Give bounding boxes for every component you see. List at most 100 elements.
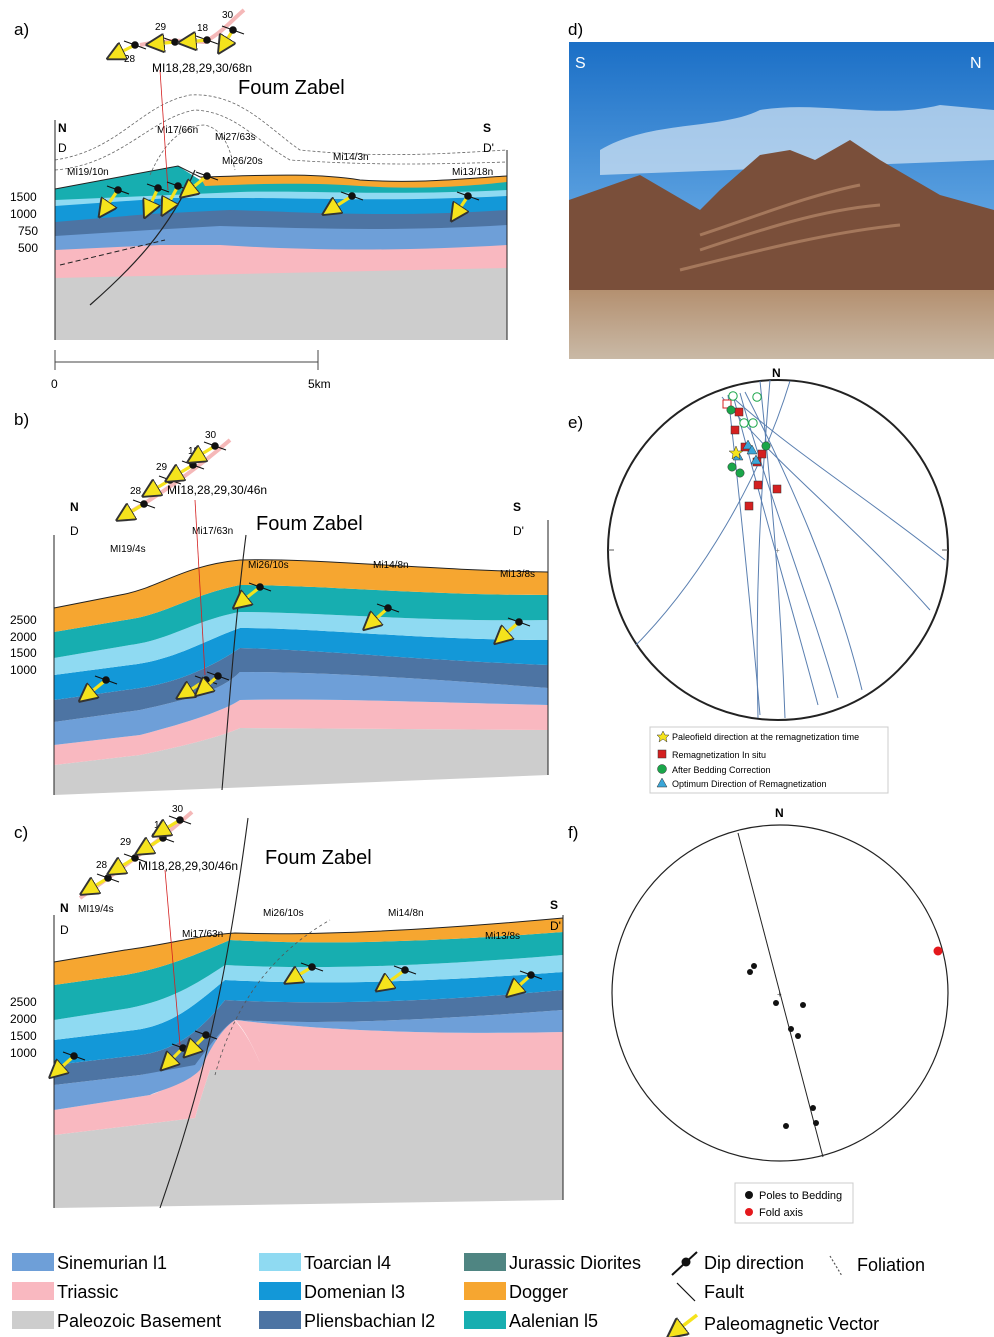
panel-d-label: d): [568, 20, 583, 39]
sinemurian-c: [54, 1010, 563, 1110]
bedding-corrected-point: [728, 391, 738, 401]
section-top-c: [53, 917, 564, 963]
pole-to-bedding: [788, 1026, 794, 1032]
great-circle-3: [739, 392, 839, 699]
photo-mountain: [569, 140, 994, 300]
legend-f-label-1: Poles to Bedding: [759, 1190, 842, 1202]
paleomagnetic-vectors-a: [104, 25, 480, 214]
dogger-b: [54, 559, 548, 632]
paleomagnetic-vector: [240, 582, 272, 603]
depth-tick-a-3: 750: [18, 224, 38, 238]
paleomagnetic-vector: [195, 441, 227, 458]
pole-to-bedding: [810, 1105, 816, 1111]
site-a-6: Mi13/18n: [452, 167, 493, 178]
basement-c: [54, 1070, 563, 1208]
swatch-dogger: [464, 1282, 506, 1300]
sinemurian-b: [54, 672, 548, 745]
bedding-corrected-point: [735, 468, 745, 478]
depth-tick-c-2: 2000: [10, 1012, 37, 1026]
in-situ-point: [730, 425, 740, 435]
bedding-corrected-point: [727, 462, 737, 472]
site-a-4: Mi26/20s: [222, 156, 263, 167]
paleomagnetic-vector: [104, 185, 130, 210]
depth-tick-b-4: 1000: [10, 663, 37, 677]
pole-to-bedding: [773, 1000, 779, 1006]
vector-number-a-3: 18: [197, 23, 209, 34]
foliation-icon: [829, 1255, 843, 1277]
paleomagnetic-vector: [190, 1030, 218, 1051]
bedding-corrected-point: [739, 418, 749, 428]
toarcian-c: [54, 955, 563, 1040]
d-c: D: [60, 923, 69, 937]
callout-line-b: [194, 499, 206, 676]
paleofield-star: [728, 445, 744, 460]
paleomagnetic-vectors-c: [56, 815, 543, 1072]
in-situ-point-open: [722, 399, 732, 409]
depth-tick-a-4: 500: [18, 241, 38, 255]
stereonet-f-center: +: [777, 990, 782, 999]
fold-axis-point: [933, 946, 943, 956]
dip-direction-icon: [671, 1251, 698, 1276]
site-c-1: MI19/4s: [78, 904, 114, 915]
swatch-sinemurian: [12, 1253, 54, 1271]
legend-unit-6: Pliensbachian l2: [304, 1311, 435, 1331]
site-b-2: Mi17/63n: [192, 526, 233, 537]
photo-south: S: [575, 55, 586, 72]
photo-ground: [569, 290, 994, 359]
title-b: Foum Zabel: [256, 513, 363, 535]
domenian-c: [54, 972, 563, 1065]
dprime-c: D': [550, 919, 561, 933]
bedding-corrected-point: [752, 392, 762, 402]
great-circle-6: [729, 394, 946, 561]
legend-unit-8: Dogger: [509, 1282, 568, 1302]
title-c: Foum Zabel: [265, 847, 372, 869]
bedding-corrected-point: [748, 418, 758, 428]
pole-to-bedding: [813, 1120, 819, 1126]
panel-a: a) 1500 1000 750 500 N D S D' Foum Zabel…: [10, 8, 508, 391]
site-c-4: Mi14/8n: [388, 908, 424, 919]
panel-c-label: c): [14, 823, 28, 842]
stereonet-e-center: +: [775, 546, 780, 555]
depth-tick-b-1: 2500: [10, 613, 37, 627]
paleomagnetic-vector: [513, 970, 543, 991]
swatch-basement: [12, 1311, 54, 1329]
vector-number-b-1: 28: [130, 486, 142, 497]
paleomagnetic-vectors-b: [86, 441, 531, 696]
scale-start-a: 0: [51, 377, 58, 391]
site-b-5: Mi13/8s: [500, 569, 535, 580]
group-label-a: MI18,28,29,30/68n: [152, 61, 252, 75]
vector-number-a-4: 30: [222, 10, 234, 21]
legend-e-label-1: Paleofield direction at the remagnetizat…: [672, 732, 859, 742]
fault-b: [221, 534, 247, 791]
paleomagnetic-vector: [222, 25, 245, 46]
fold-plane-f: [737, 832, 824, 1158]
pliensbachian-b: [54, 648, 548, 722]
great-circle-9: [756, 379, 771, 719]
photo-ridge-strata: [679, 183, 901, 272]
paleomagnetic-vector: [202, 671, 230, 690]
bottom-legend: Sinemurian l1 Triassic Paleozoic Basemen…: [12, 1251, 925, 1334]
photo-cloud: [600, 105, 994, 175]
panel-f-label: f): [568, 823, 578, 842]
legend-unit-4: Toarcian l4: [304, 1253, 391, 1273]
group-label-b: MI18,28,29,30/46n: [167, 483, 267, 497]
paleomagnetic-vector: [456, 191, 480, 214]
in-situ-point: [744, 501, 754, 511]
pole-to-bedding: [751, 963, 757, 969]
vector-number-a-1: 28: [124, 54, 136, 65]
legend-e-box: [649, 726, 889, 794]
site-a-5: Mi14/3n: [333, 152, 369, 163]
depth-tick-b-2: 2000: [10, 630, 37, 644]
toarcian-b: [54, 612, 548, 675]
depth-tick-c-3: 1500: [10, 1029, 37, 1043]
pole-to-bedding: [783, 1123, 789, 1129]
swatch-diorites: [464, 1253, 506, 1271]
red-square-icon: [657, 749, 667, 759]
great-circle-4: [744, 391, 863, 691]
paleomagnetic-vector: [501, 617, 531, 638]
legend-unit-2: Triassic: [57, 1282, 118, 1302]
legend-e-star: Paleofield direction at the remagnetizat…: [656, 730, 859, 743]
paleomagnetic-vector: [187, 171, 219, 192]
eroded-line-a2: [54, 109, 508, 171]
legend-symbol-3: Paleomagnetic Vector: [704, 1314, 879, 1334]
